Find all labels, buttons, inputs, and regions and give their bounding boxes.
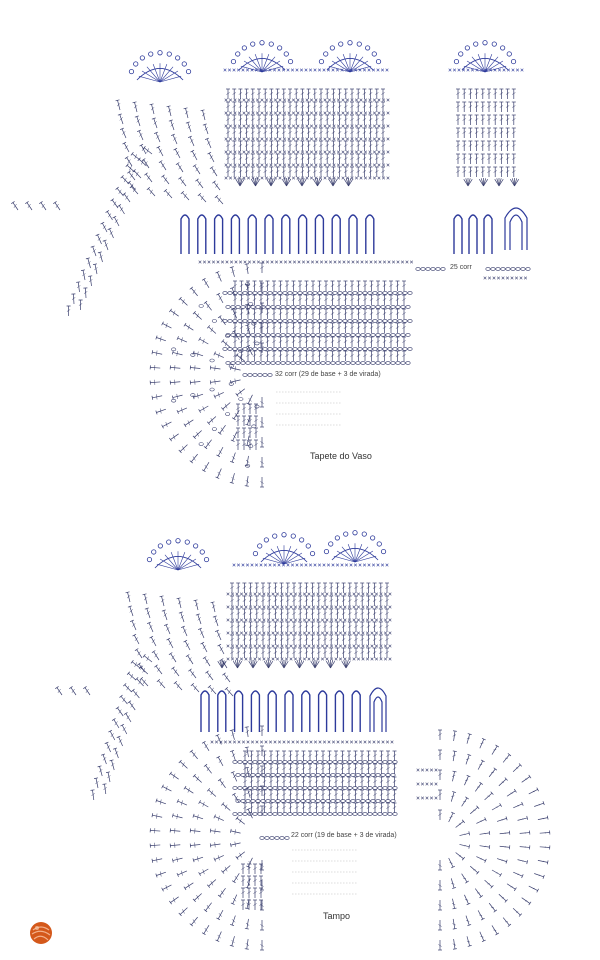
chain-count-note-22: 22 corr (19 de base + 3 de virada) bbox=[291, 832, 397, 839]
yarn-ball-icon bbox=[30, 922, 52, 944]
chain-count-note-25: 25 corr bbox=[450, 264, 472, 271]
diagram-tapete-do-vaso bbox=[11, 40, 531, 488]
chain-count-note-32: 32 corr (29 de base + 3 de virada) bbox=[275, 371, 381, 378]
diagram-tampo bbox=[55, 530, 551, 951]
diagram-title-tampo: Tampo bbox=[323, 911, 351, 921]
diagram-title-tapete: Tapete do Vaso bbox=[310, 451, 372, 461]
